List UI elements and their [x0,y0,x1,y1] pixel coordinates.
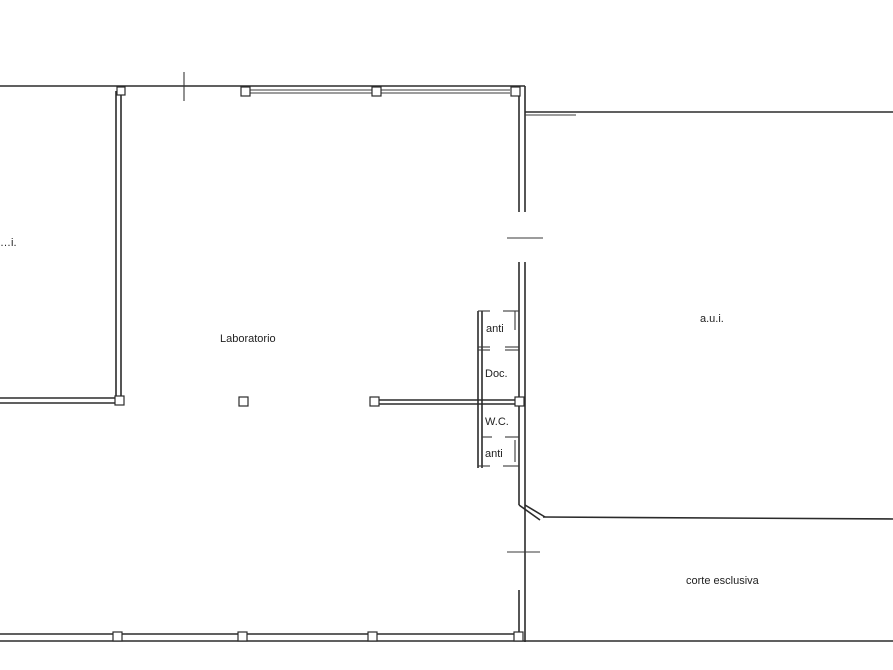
pillar [513,631,524,642]
room-label-doc: Doc. [485,368,508,380]
room-label-anti-top: anti [486,323,504,335]
opening-ticks [183,72,543,553]
interior-partition [378,399,520,405]
laboratory-outer-walls [0,85,893,642]
pillar [510,86,521,97]
left-room-walls [0,91,122,404]
service-block-walls [477,310,519,468]
pillar [367,631,378,642]
pillar [237,631,248,642]
room-label-aui-right: a.u.i. [700,313,724,325]
room-label-wc: W.C. [485,416,509,428]
room-label-aui-left: …i. [0,237,17,249]
pillars [112,86,525,642]
pillar [112,631,123,642]
room-label-anti-bottom: anti [485,448,503,460]
pillar [116,86,126,96]
pillar [240,86,251,97]
pillar [238,396,249,407]
pillar [369,396,380,407]
pillar [514,396,525,407]
pillar [371,86,382,97]
pillar [114,395,125,406]
room-label-laboratorio: Laboratorio [220,333,276,345]
right-unit-walls [518,111,893,521]
room-label-corte-esclusiva: corte esclusiva [686,575,760,587]
